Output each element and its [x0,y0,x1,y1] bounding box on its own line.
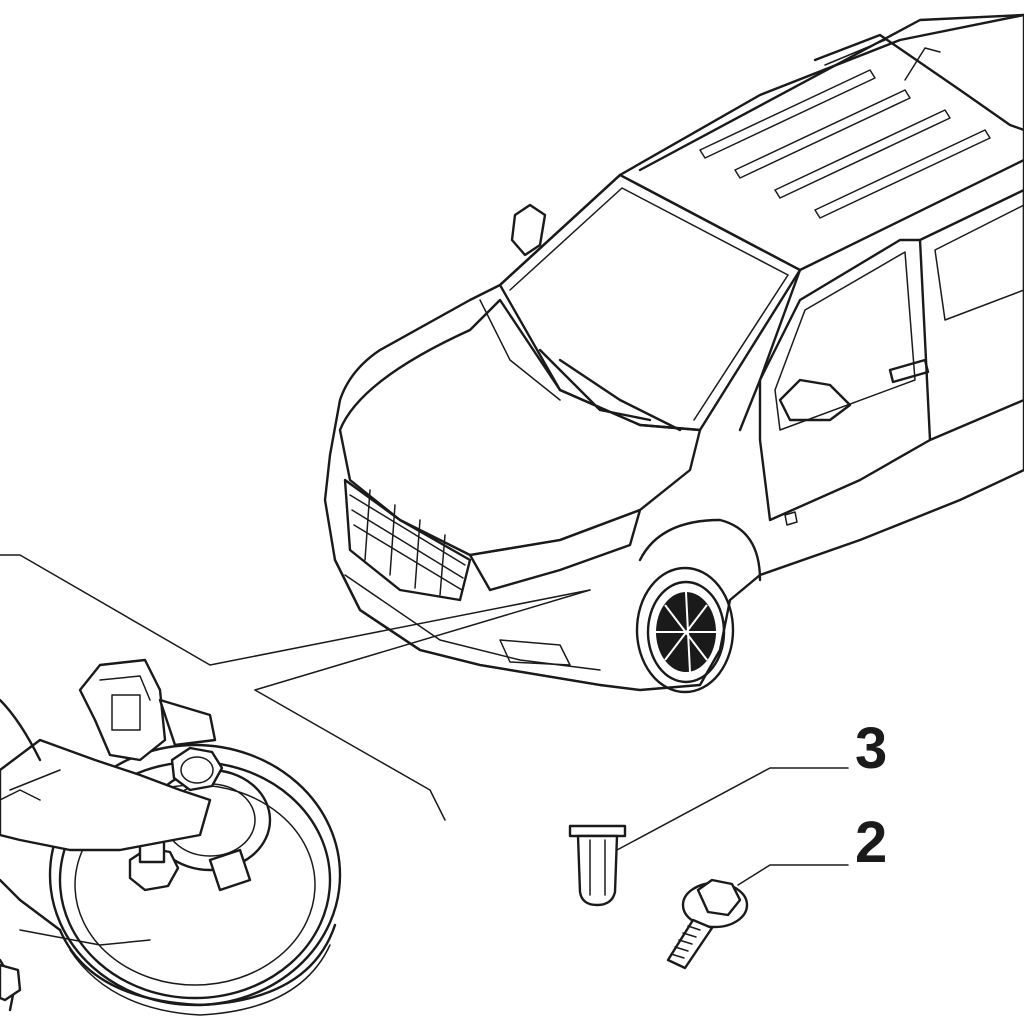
callout-3-number: 3 [855,716,887,781]
horn-assembly [0,658,342,1016]
vehicle-illustration [323,13,1024,694]
callout-3: 3 [616,716,887,851]
callout-2-number: 2 [855,810,887,875]
bolt-part [666,878,749,970]
callout-2: 2 [737,810,887,886]
leader-lines [0,554,591,821]
push-clip-part [568,824,627,907]
